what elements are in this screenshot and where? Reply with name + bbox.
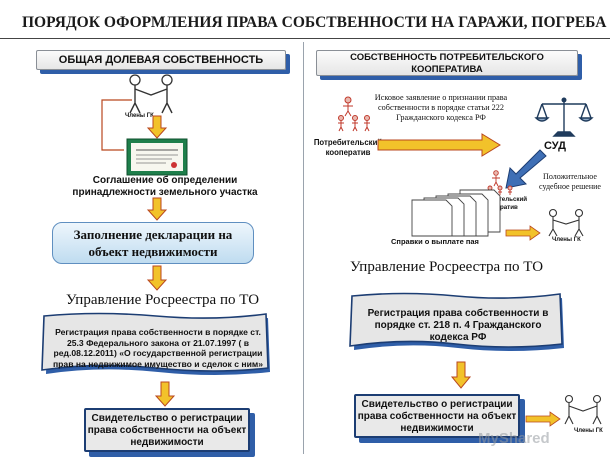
decision-text: Положительное судебное решение xyxy=(539,172,601,191)
certificate-icon xyxy=(126,138,188,176)
handshake-icon xyxy=(129,74,173,114)
payment-label: Справки о выплате пая xyxy=(391,237,479,246)
people-group-icon xyxy=(338,96,370,132)
registration-scroll-left xyxy=(41,312,270,375)
watermark-text: MyShared xyxy=(478,430,550,447)
page-title: ПОРЯДОК ОФОРМЛЕНИЯ ПРАВА СОБСТВЕННОСТИ Н… xyxy=(22,14,607,31)
documents-stack-icon xyxy=(411,189,501,237)
registration-scroll-right xyxy=(349,292,564,351)
title-underline xyxy=(0,38,610,39)
members-label: Члены ГК xyxy=(552,237,581,243)
arrow-down-icon xyxy=(146,197,168,221)
arrow-down-icon xyxy=(146,265,168,291)
agreement-label: Соглашение об определении принадлежности… xyxy=(72,175,258,198)
handshake-icon xyxy=(548,208,584,237)
certificate-right-box: Свидетельство о регистрации права собств… xyxy=(354,394,520,438)
arrow-right-icon xyxy=(505,225,541,241)
arrow-diagonal-icon xyxy=(505,149,547,189)
column-divider xyxy=(303,42,304,454)
claim-text: Исковое заявление о признании права собс… xyxy=(374,93,508,122)
scales-icon xyxy=(534,97,594,137)
left-section-header: ОБЩАЯ ДОЛЕВАЯ СОБСТВЕННОСТЬ xyxy=(36,50,286,70)
arrow-down-icon xyxy=(146,115,168,139)
arrow-down-icon xyxy=(450,361,472,389)
registration-left-text: Регистрация права собственности в порядк… xyxy=(52,327,264,369)
certificate-left-box: Свидетельство о регистрации права собств… xyxy=(84,408,250,452)
right-section-header: СОБСТВЕННОСТЬ ПОТРЕБИТЕЛЬСКОГО КООПЕРАТИ… xyxy=(316,50,578,76)
people-group-icon xyxy=(487,170,513,195)
rosreestr-left-label: Управление Росреестра по ТО xyxy=(66,292,260,308)
coop-label: Потребительский кооператив xyxy=(313,138,383,157)
declaration-box: Заполнение декларации на объект недвижим… xyxy=(52,222,254,264)
registration-right-text: Регистрация права собственности в порядк… xyxy=(367,308,549,343)
rosreestr-right-label: Управление Росреестра по ТО xyxy=(350,259,544,275)
members-label: Члены ГК xyxy=(574,428,603,434)
arrow-right-icon xyxy=(525,411,561,427)
members-label: Члены ГК xyxy=(125,113,154,119)
arrow-right-icon xyxy=(377,133,501,157)
handshake-icon xyxy=(564,394,602,425)
court-label: СУД xyxy=(544,140,566,152)
arrow-down-icon xyxy=(154,381,176,407)
